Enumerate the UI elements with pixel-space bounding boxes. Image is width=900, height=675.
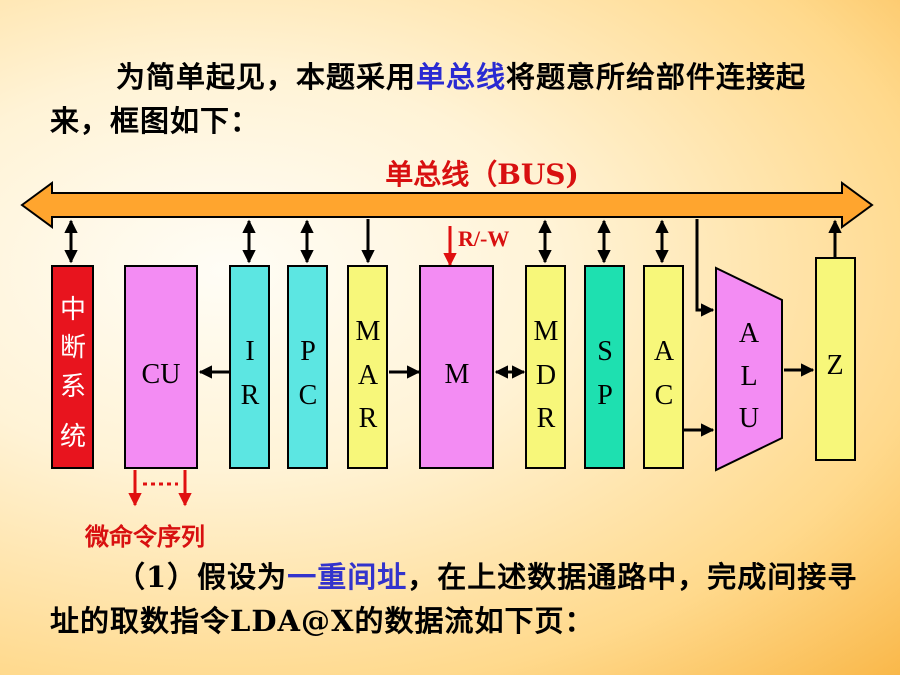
bus-connections: [64, 219, 842, 437]
system-bus: [20, 181, 874, 229]
cu-label: CU: [142, 359, 181, 390]
bus-to-alu-link: [695, 219, 715, 317]
mar-label-1: M: [356, 316, 381, 347]
ir-label-1: I: [245, 336, 254, 367]
ir-box: [229, 265, 270, 469]
interrupt-label-char-2: 断: [60, 333, 86, 363]
pc-label-1: P: [300, 336, 316, 367]
question-highlight: 一重间址: [287, 560, 408, 594]
bus-label: 单总线（BUS): [385, 158, 579, 191]
z-box: [815, 257, 856, 461]
z-label: Z: [826, 350, 843, 381]
sp-label-1: S: [597, 336, 613, 367]
mar-label-2: A: [358, 360, 379, 391]
cu-box: [124, 265, 198, 469]
question-text-2: ，在上述数据通路中，完成间接寻址的取数指令LDA@X的数据流如下页：: [50, 560, 858, 638]
intro-paragraph: 为简单起见，本题采用单总线将题意所给部件连接起来，框图如下：: [50, 55, 860, 143]
sp-box: [584, 265, 625, 469]
mar-box: [347, 265, 388, 469]
ac-label-1: A: [654, 336, 675, 367]
pc-label-2: C: [299, 380, 318, 411]
interrupt-label-char-3: 系: [60, 372, 86, 402]
micro-command-label: 微命令序列: [84, 523, 205, 551]
memory-label: M: [445, 359, 470, 390]
ac-box: [643, 265, 684, 469]
pc-box: [287, 265, 328, 469]
alu-label-1: A: [739, 318, 760, 349]
alu-shape: [715, 266, 783, 472]
interrupt-system-box: [51, 265, 94, 469]
interrupt-label-char-4: 统: [60, 422, 86, 452]
alu-label-2: L: [740, 361, 757, 392]
ir-label-2: R: [241, 380, 260, 411]
micro-command-arrows: [128, 470, 192, 507]
intro-text-1: 为简单起见，本题采用: [116, 60, 417, 94]
intro-text-2: 将题意所给部件连接起来，框图如下：: [50, 60, 807, 138]
sp-label-2: P: [597, 380, 613, 411]
ac-label-2: C: [655, 380, 674, 411]
rw-label: R/-W: [458, 226, 509, 251]
mdr-box: [525, 265, 566, 469]
mar-label-3: R: [359, 403, 378, 434]
question-text-1: （1）假设为: [116, 560, 288, 594]
alu-label-3: U: [739, 403, 759, 434]
interrupt-label-char-1: 中: [60, 295, 86, 325]
intro-highlight: 单总线: [416, 60, 507, 94]
memory-box: [419, 265, 494, 469]
question-paragraph: （1）假设为一重间址，在上述数据通路中，完成间接寻址的取数指令LDA@X的数据流…: [50, 555, 860, 643]
mdr-label-2: D: [536, 360, 556, 391]
mdr-label-3: R: [537, 403, 556, 434]
mdr-label-1: M: [534, 316, 559, 347]
